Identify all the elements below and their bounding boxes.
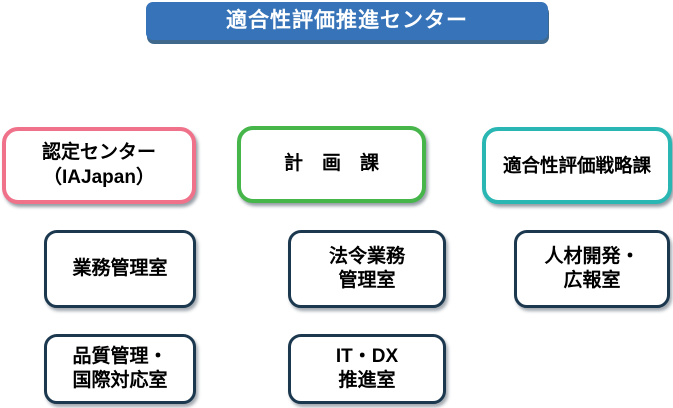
sub-label-line: 品質管理・: [72, 345, 168, 367]
head-box-accreditation-center: 認定センター （IAJapan）: [2, 127, 196, 204]
sub-label-line: 業務管理室: [72, 257, 168, 279]
head-box-planning-division: 計 画 課: [237, 126, 426, 203]
head-label-line: 認定センター: [41, 142, 156, 164]
sub-box-quality-international-office: 品質管理・ 国際対応室: [44, 334, 196, 404]
sub-label-line: 国際対応室: [72, 370, 168, 391]
sub-label-line: IT・DX: [335, 345, 399, 367]
sub-label-line: 推進室: [338, 370, 396, 391]
sub-label-line: 管理室: [338, 270, 396, 291]
sub-box-it-dx-promotion-office: IT・DX 推進室: [288, 334, 446, 404]
sub-label-line: 広報室: [563, 270, 621, 291]
sub-label-line: 法令業務: [328, 245, 405, 267]
sub-box-hr-development-pr-office: 人材開発・ 広報室: [514, 230, 670, 308]
head-label-line: 適合性評価戦略課: [502, 154, 651, 176]
org-root-label: 適合性評価推進センター: [226, 8, 468, 32]
sub-box-legal-affairs-office: 法令業務 管理室: [288, 230, 446, 308]
sub-box-operations-management-office: 業務管理室: [44, 230, 196, 308]
head-label-line: 計 画 課: [283, 153, 379, 175]
head-label-line: （IAJapan）: [43, 166, 155, 188]
org-root-box: 適合性評価推進センター: [146, 2, 548, 40]
sub-label-line: 人材開発・: [544, 245, 640, 267]
head-box-conformity-strategy-division: 適合性評価戦略課: [482, 127, 672, 204]
